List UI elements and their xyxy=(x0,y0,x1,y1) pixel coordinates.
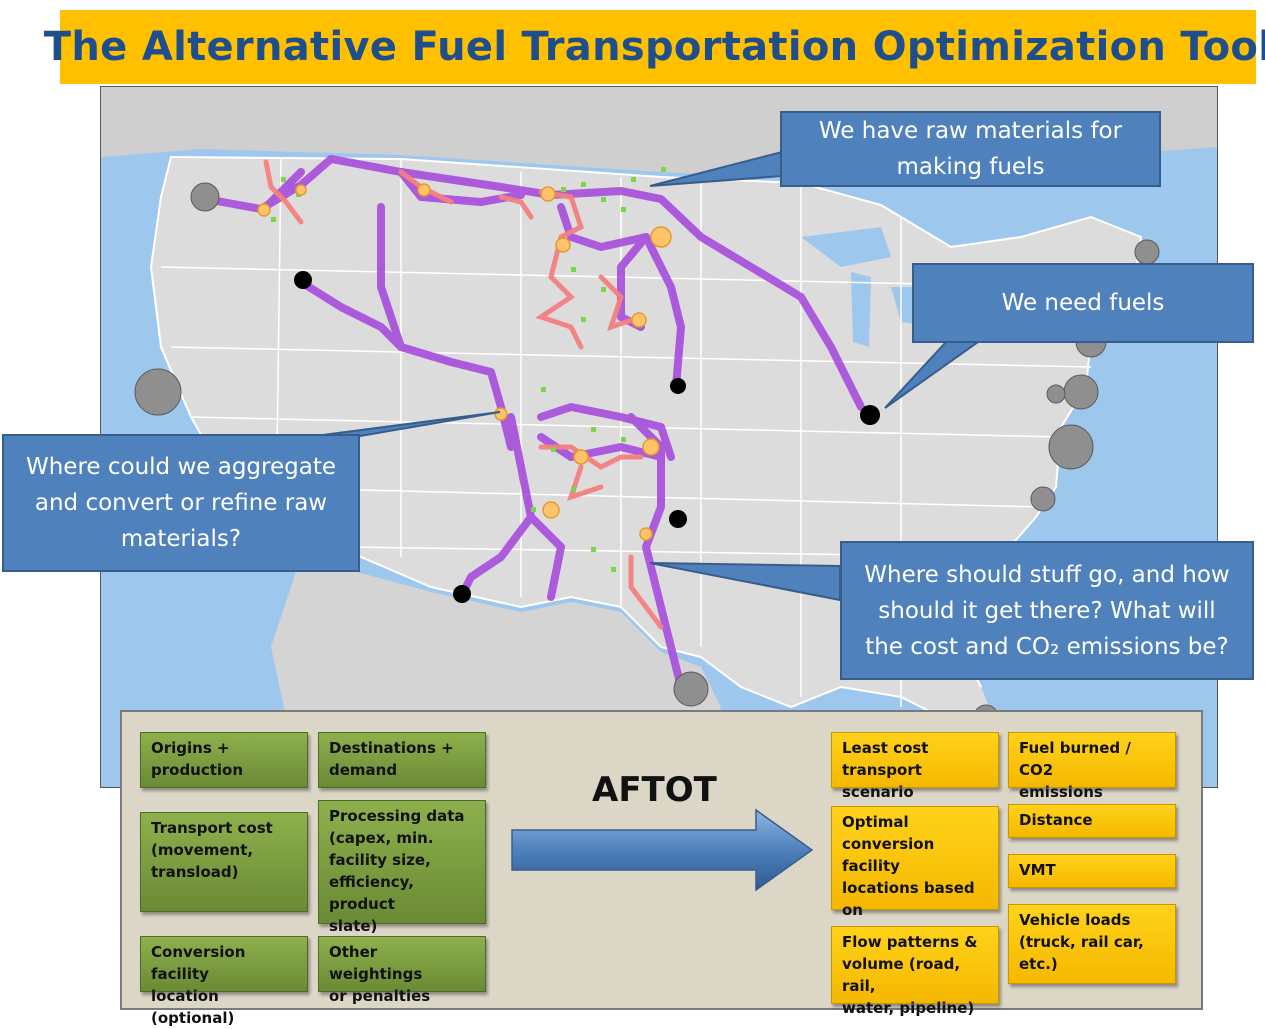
output-flow-patterns: Flow patterns & volume (road, rail, wate… xyxy=(831,926,999,1017)
input-processing-data: Processing data (capex, min. facility si… xyxy=(318,800,486,935)
output-vmt: VMT xyxy=(1008,854,1176,888)
output-least-cost: Least cost transport scenario xyxy=(831,732,999,801)
conversion-facilities xyxy=(257,183,672,541)
pink-routes xyxy=(263,159,664,630)
destination-markers xyxy=(294,271,880,603)
callout-stuff-go: Where should stuff go, and how should it… xyxy=(840,541,1254,680)
page-title: The Alternative Fuel Transportation Opti… xyxy=(43,24,1265,70)
callout-stuff-go-line-1: Where should stuff go, and how xyxy=(864,561,1230,588)
callout-stuff-go-line-3: the cost and CO₂ emissions be? xyxy=(865,633,1229,660)
aftot-label: AFTOT xyxy=(592,770,717,810)
title-bar: The Alternative Fuel Transportation Opti… xyxy=(44,10,1265,84)
aftot-panel: Origins + production Destinations + dema… xyxy=(120,710,1203,1027)
callout-aggregate-line-2: and convert or refine raw xyxy=(34,490,328,516)
input-other-weightings: Other weightings or penalties xyxy=(318,936,486,1005)
callout-need-fuels-line-1: We need fuels xyxy=(1001,290,1165,316)
callout-raw-materials-line-1: We have raw materials for xyxy=(818,118,1123,144)
output-vehicle-loads: Vehicle loads (truck, rail car, etc.) xyxy=(1008,904,1176,984)
output-optimal-locations: Optimal conversion facility locations ba… xyxy=(831,806,999,941)
lake-michigan xyxy=(851,272,871,347)
callout-aggregate-line-3: materials? xyxy=(120,526,242,552)
callout-raw-materials-line-2: making fuels xyxy=(896,154,1045,180)
right-arrow-icon xyxy=(511,808,814,892)
input-transport-cost: Transport cost (movement, transload) xyxy=(140,812,308,912)
output-distance: Distance xyxy=(1008,804,1176,838)
callout-stuff-go-line-2: should it get there? What will xyxy=(878,597,1216,624)
lake-superior xyxy=(801,227,891,267)
input-origins: Origins + production xyxy=(140,732,308,788)
input-destinations: Destinations + demand xyxy=(318,732,486,788)
output-fuel-burned: Fuel burned / CO2 emissions xyxy=(1008,732,1176,801)
callout-need-fuels: We need fuels xyxy=(912,263,1254,343)
callout-aggregate-line-1: Where could we aggregate xyxy=(25,454,336,480)
callout-raw-materials: We have raw materials for making fuels xyxy=(780,111,1161,187)
callout-aggregate: Where could we aggregate and convert or … xyxy=(2,434,360,572)
input-conversion-location: Conversion facility location (optional) xyxy=(140,936,308,1027)
